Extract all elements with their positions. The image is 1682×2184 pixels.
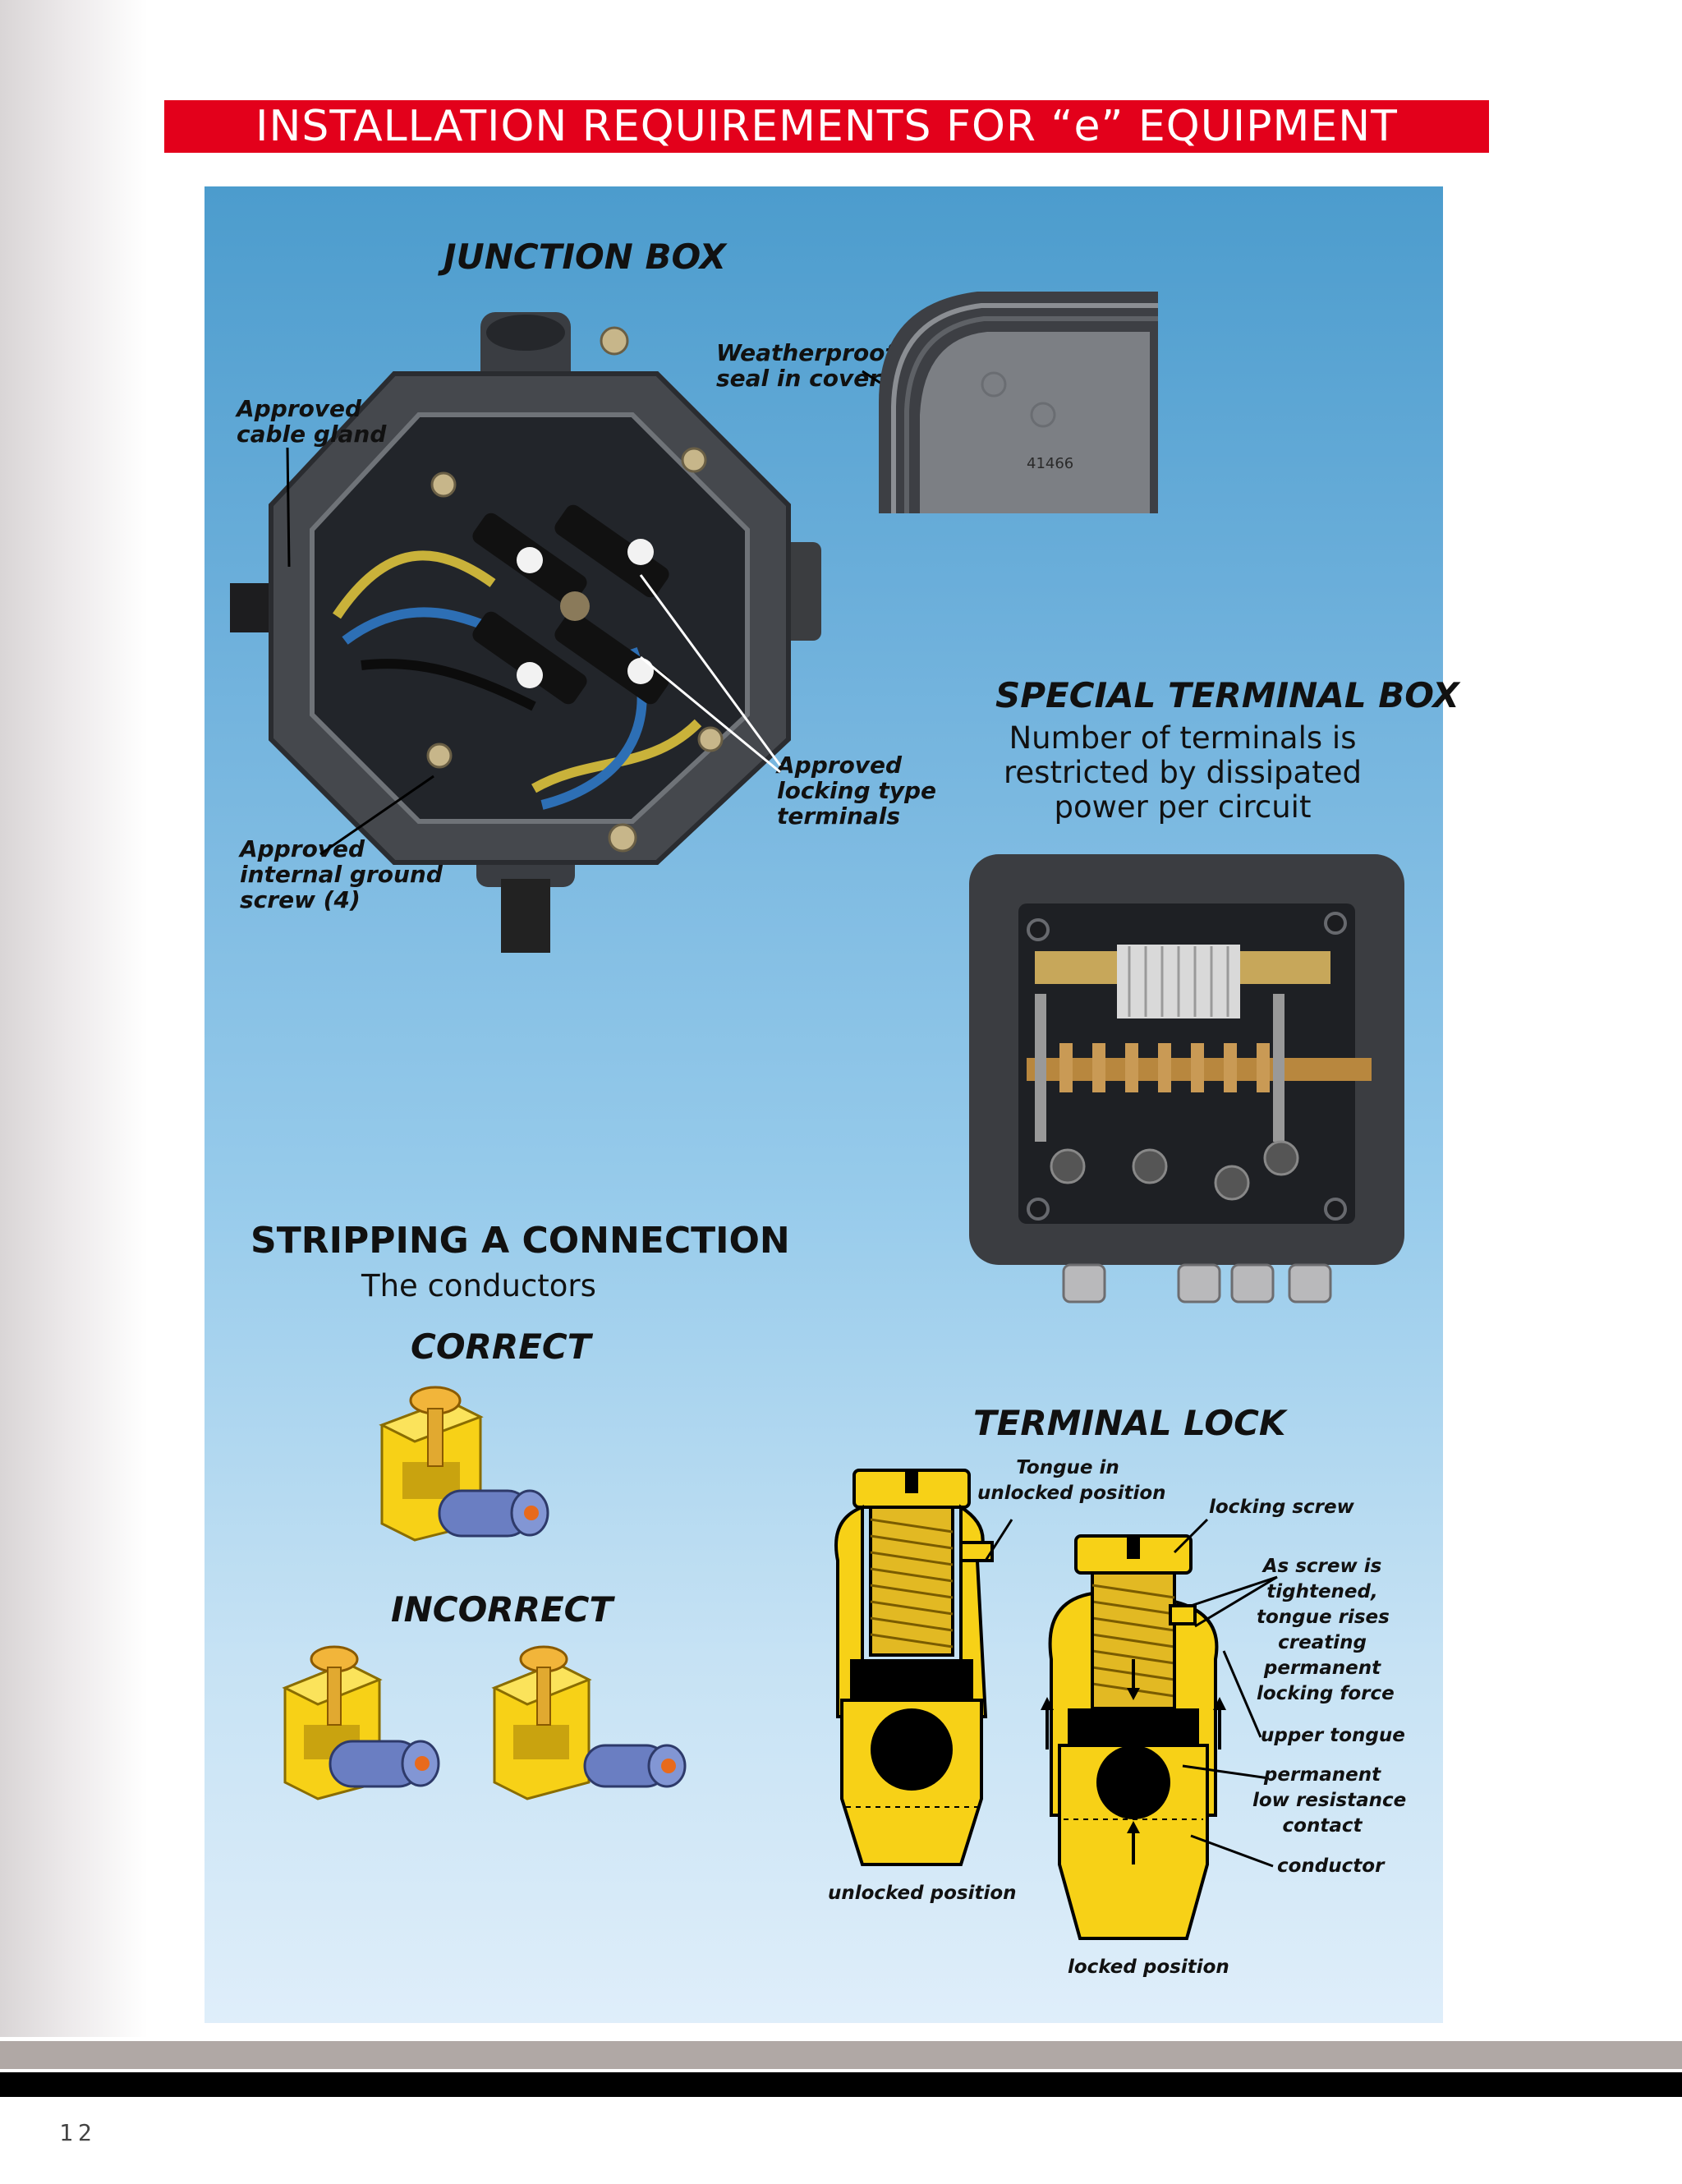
stripping-subheading: The conductors [361,1268,596,1304]
incorrect-terminal-drawing-2 [491,1645,687,1800]
cable-gland-label: Approved cable gland [237,395,387,448]
weatherproof-seal-label: Weatherproof seal in cover [716,339,895,392]
cover-marking: 41466 [1027,455,1073,472]
page-number: 12 [59,2119,97,2146]
conductor-label: conductor [1277,1855,1385,1877]
stripping-heading: STRIPPING A CONNECTION [250,1220,790,1262]
unlocked-position-label: unlocked position [828,1883,1017,1904]
junction-box-photo [230,312,821,953]
page-title: INSTALLATION REQUIREMENTS FOR “e” EQUIPM… [164,100,1489,153]
footer-gray-rule [0,2041,1682,2069]
page-edge-shade [0,0,148,2037]
cover-seal-photo: 41466 [879,292,1158,513]
unlocked-terminal-drawing [834,1469,994,1866]
incorrect-terminal-drawing-1 [282,1645,440,1800]
special-terminal-box-description: Number of terminals is restricted by dis… [1004,720,1362,825]
screw-tightened-label: As screw is tightened, tongue rises crea… [1257,1556,1395,1704]
contact-label: permanent low resistance contact [1252,1764,1407,1837]
locking-terminals-label: Approved locking type terminals [777,752,937,830]
correct-heading: CORRECT [411,1326,591,1367]
special-terminal-box-photo [969,854,1404,1304]
incorrect-heading: INCORRECT [391,1589,614,1630]
ground-screw-label: Approved internal ground screw (4) [240,835,443,913]
footer-black-rule [0,2072,1682,2097]
special-terminal-box-heading: SPECIAL TERMINAL BOX [995,675,1459,715]
tongue-label: Tongue in unlocked position [977,1457,1166,1504]
locked-position-label: locked position [1068,1956,1229,1978]
correct-terminal-drawing [379,1386,549,1542]
junction-box-heading: JUNCTION BOX [443,237,727,277]
locked-terminal-drawing [1041,1534,1226,1940]
terminal-lock-heading: TERMINAL LOCK [973,1403,1286,1443]
locking-screw-label: locking screw [1209,1497,1354,1518]
upper-tongue-label: upper tongue [1261,1725,1405,1746]
